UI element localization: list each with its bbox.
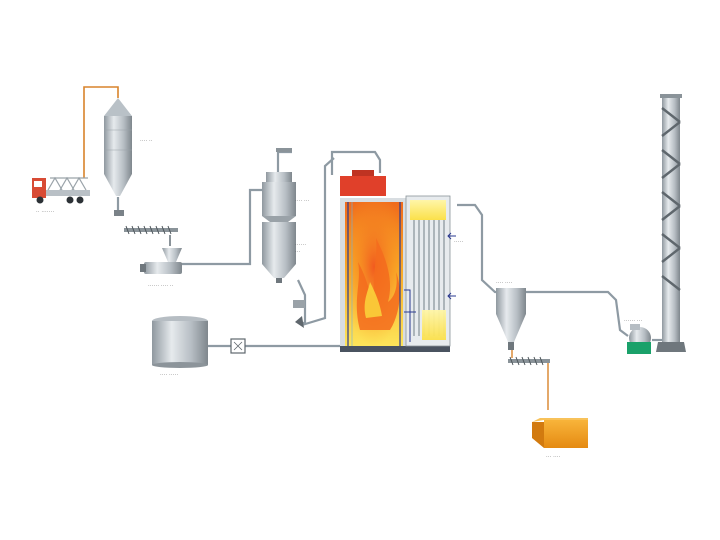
dust-collector: ···· ···· [496,280,526,350]
feeder-to-separator-pipe [180,188,265,266]
tank-label: ···· ····· [160,372,179,378]
dust-collector-label: ···· ···· [496,280,513,286]
chimney [656,94,686,352]
fan-label: ······ ··· [624,318,643,324]
air-inlet-label: ····· [454,239,463,245]
burner [293,300,305,328]
silo: ···· ·· [104,98,153,216]
hot-air-duct [330,150,382,175]
boiler: ····· [340,170,463,352]
silo-label: ···· ·· [140,138,153,144]
separator-mid-label: ······ [295,242,306,248]
truck-label: ·· ······· [36,209,55,215]
separator-column: ···· ··· ······ ··· [262,148,310,283]
induced-draft-fan: ······ ··· [624,318,651,354]
ash-line-orange [511,350,549,410]
truck: ·· ······· [32,176,90,215]
valve [230,338,246,354]
economizer-to-collector-pipe [457,203,506,294]
chimney-helix [661,107,681,291]
screw-conveyor [124,225,178,246]
burner-feed-pipe [301,157,335,327]
feed-pipe-orange [83,86,119,178]
screw-feeder: ······ ···· ·· [140,248,182,289]
screw-feeder-label: ······ ···· ·· [148,283,174,289]
ash-bin: ··· ···· [532,418,588,460]
collector-to-fan-pipe [512,290,629,337]
storage-tank: ···· ····· [152,316,208,378]
ash-bin-label: ··· ···· [546,454,561,460]
separator-top-label: ···· ··· [295,198,310,204]
separator-mid2-label: ··· [295,249,301,255]
ash-screw [508,356,550,366]
